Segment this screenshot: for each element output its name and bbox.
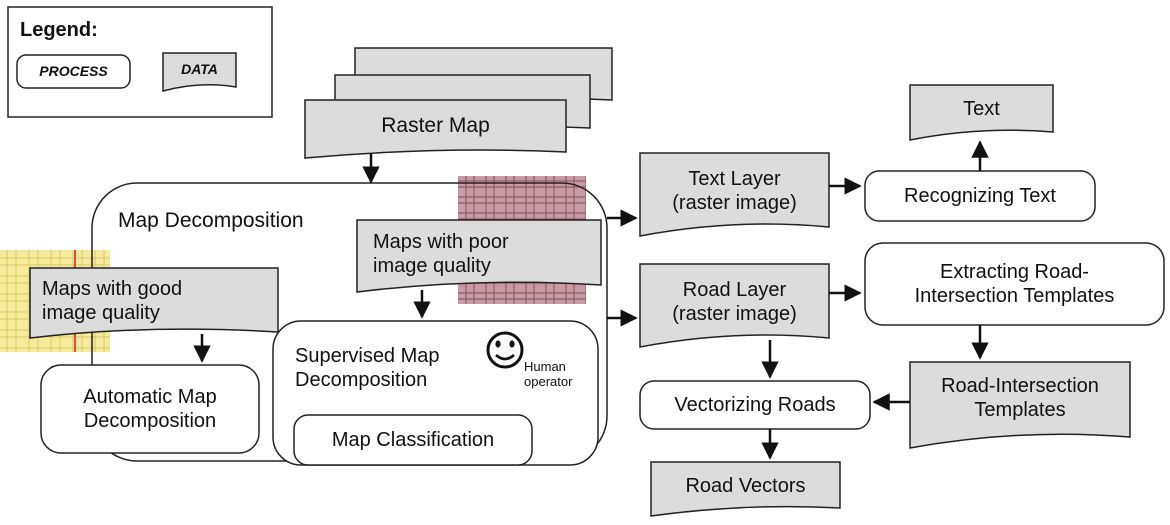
road-vectors-label: Road Vectors (685, 475, 806, 497)
supervised-decomp-label: Supervised Map Decomposition (295, 345, 440, 391)
poor-quality-shape (356, 219, 602, 293)
vectorizing-roads-label: Vectorizing Roads (674, 394, 836, 416)
legend-title: Legend: (20, 19, 98, 41)
map-classification-label: Map Classification (331, 429, 495, 451)
text-shape (909, 84, 1054, 141)
text-label: Text (963, 98, 1000, 120)
legend-process-shape (16, 54, 131, 89)
extracting-templates-shape (864, 242, 1165, 326)
map-decomposition-label: Map Decomposition (118, 209, 304, 233)
text-layer-shape (639, 152, 830, 237)
road-layer-label: Road Layer (raster image) (672, 279, 797, 325)
legend-data-shape (162, 52, 237, 92)
automatic-decomp-label: Automatic Map Decomposition (83, 386, 217, 432)
smiley-face-icon (486, 331, 524, 369)
automatic-decomp-shape (40, 364, 260, 454)
legend-data-label: DATA (181, 60, 218, 77)
road-templates-label: Road-Intersection Templates (941, 375, 1099, 421)
road-vectors-shape (650, 461, 841, 517)
map-classification-shape (293, 414, 533, 466)
extracting-templates-label: Extracting Road- Intersection Templates (914, 261, 1115, 307)
raster-map-shape (304, 99, 567, 159)
raster-map-label: Raster Map (381, 114, 490, 138)
human-operator-label: Human operator (524, 359, 573, 389)
good-quality-shape (29, 267, 279, 339)
vectorizing-roads-shape (639, 380, 871, 430)
legend-process-label: PROCESS (39, 63, 108, 80)
road-layer-shape (639, 263, 830, 348)
poor-quality-label: Maps with poor image quality (373, 231, 509, 277)
recognizing-text-label: Recognizing Text (904, 185, 1056, 207)
road-templates-shape (909, 361, 1131, 449)
good-quality-label: Maps with good image quality (42, 278, 183, 324)
text-layer-label: Text Layer (raster image) (672, 168, 797, 214)
